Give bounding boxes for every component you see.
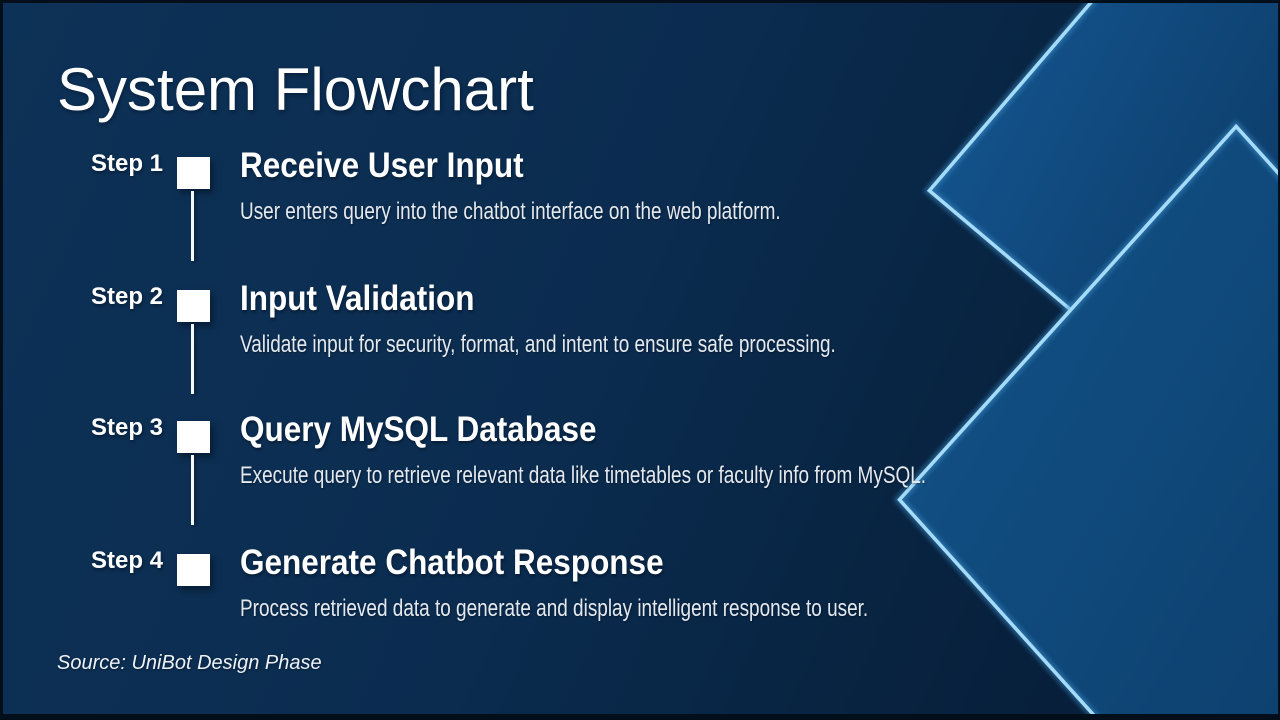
step-description: Execute query to retrieve relevant data … (240, 462, 927, 489)
step-row-2: Step 2 Input Validation Validate input f… (3, 279, 1278, 420)
step-connector-line (191, 455, 194, 525)
step-description: Validate input for security, format, and… (240, 331, 836, 358)
step-marker-square (177, 290, 210, 322)
step-marker-square (177, 421, 210, 453)
step-description: User enters query into the chatbot inter… (240, 198, 781, 225)
diamond-shape-lower (893, 119, 1278, 714)
step-description: Process retrieved data to generate and d… (240, 595, 869, 622)
step-title: Generate Chatbot Response (240, 543, 664, 582)
step-marker-square (177, 157, 210, 189)
step-label: Step 3 (90, 414, 163, 441)
background-decoration (3, 3, 1278, 714)
step-label: Step 4 (90, 547, 163, 574)
step-title: Input Validation (240, 279, 475, 318)
source-note: Source: UniBot Design Phase (57, 652, 322, 674)
step-connector-line (191, 191, 194, 261)
step-row-3: Step 3 Query MySQL Database Execute quer… (3, 410, 1278, 551)
step-label: Step 2 (90, 283, 163, 310)
slide: System Flowchart Step 1 Receive User Inp… (3, 3, 1278, 714)
slide-content: System Flowchart Step 1 Receive User Inp… (3, 3, 1278, 714)
step-row-1: Step 1 Receive User Input User enters qu… (3, 146, 1278, 287)
step-marker-square (177, 554, 210, 586)
step-connector-line (191, 324, 194, 394)
page-title: System Flowchart (57, 56, 534, 123)
step-title: Query MySQL Database (240, 410, 597, 449)
step-title: Receive User Input (240, 146, 524, 185)
step-label: Step 1 (90, 150, 163, 177)
step-row-4: Step 4 Generate Chatbot Response Process… (3, 543, 1278, 684)
